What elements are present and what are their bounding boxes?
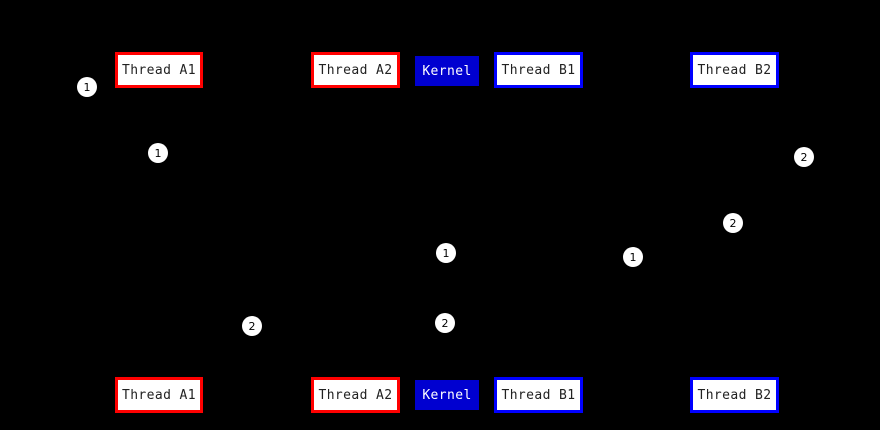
lifeline-kernel — [447, 86, 448, 380]
participant-bottom-thread-b2[interactable]: Thread B2 — [690, 377, 779, 413]
participant-bottom-thread-a1[interactable]: Thread A1 — [115, 377, 203, 413]
lifeline-anchor-thread-b2 — [733, 87, 736, 90]
lifeline-thread-a2 — [355, 88, 356, 377]
lifeline-anchor-kernel — [446, 85, 449, 88]
participant-bottom-thread-a2[interactable]: Thread A2 — [311, 377, 400, 413]
message-arrow-1 — [733, 93, 734, 200]
step-marker-1[interactable]: 1 — [148, 143, 168, 163]
participant-top-thread-b2[interactable]: Thread B2 — [690, 52, 779, 88]
lifeline-thread-b1 — [538, 88, 539, 377]
lifeline-anchor-thread-a2 — [354, 87, 357, 90]
participant-top-thread-a2[interactable]: Thread A2 — [311, 52, 400, 88]
step-marker-1[interactable]: 1 — [77, 77, 97, 97]
participant-top-thread-a1[interactable]: Thread A1 — [115, 52, 203, 88]
step-marker-1[interactable]: 1 — [436, 243, 456, 263]
step-marker-1[interactable]: 1 — [623, 247, 643, 267]
step-marker-2[interactable]: 2 — [723, 213, 743, 233]
participant-top-thread-b1[interactable]: Thread B1 — [494, 52, 583, 88]
message-arrow-4 — [354, 282, 447, 323]
step-marker-2[interactable]: 2 — [435, 313, 455, 333]
lifeline-anchor-thread-b1 — [537, 87, 540, 90]
participant-bottom-kernel[interactable]: Kernel — [415, 380, 479, 410]
lifeline-thread-a1 — [159, 88, 160, 377]
step-marker-2[interactable]: 2 — [794, 147, 814, 167]
lifeline-anchor-thread-a1 — [158, 87, 161, 90]
step-marker-2[interactable]: 2 — [242, 316, 262, 336]
message-arrow-2 — [158, 213, 447, 254]
participant-bottom-thread-b1[interactable]: Thread B1 — [494, 377, 583, 413]
participant-top-kernel[interactable]: Kernel — [415, 56, 479, 86]
